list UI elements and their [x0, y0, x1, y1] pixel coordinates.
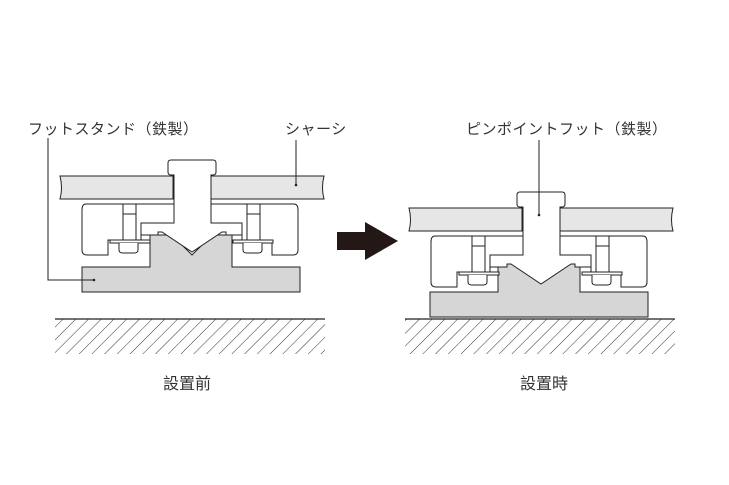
caption-before: 設置前: [162, 374, 212, 393]
ground-hatch: [405, 319, 675, 354]
label-chassis: シャーシ: [285, 120, 347, 138]
after-diagram: [405, 140, 675, 354]
arrow-icon: [337, 222, 398, 260]
before-diagram: [47, 138, 325, 354]
leader-foot-stand: [47, 138, 93, 281]
ground-hatch: [55, 319, 325, 354]
label-pinpoint-foot: ピンポイントフット（鉄製）: [466, 120, 668, 138]
caption-after: 設置時: [519, 374, 569, 393]
label-foot-stand: フットスタンド（鉄製）: [28, 120, 199, 138]
